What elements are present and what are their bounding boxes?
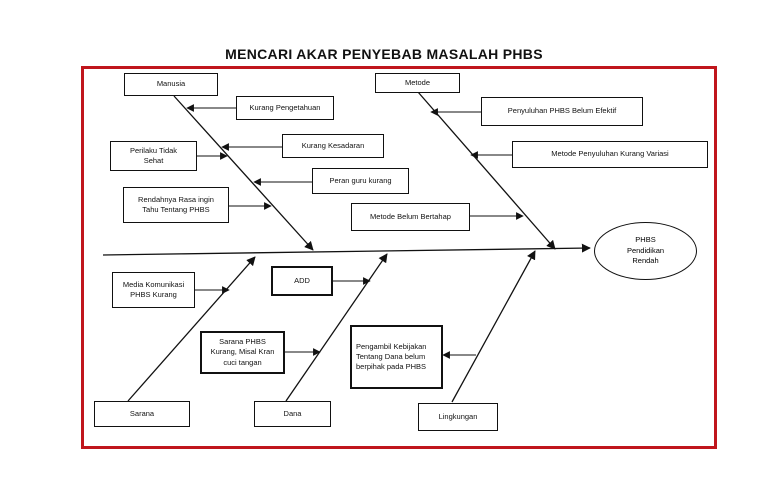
diagram-title: MENCARI AKAR PENYEBAB MASALAH PHBS [225,46,543,62]
cause-pengambil-line-3: berpihak pada PHBS [356,362,427,372]
bone-sarana [127,256,256,402]
cause-pengambil-line-2: Tentang Dana belum [356,351,426,361]
cause-kurang-pengetahuan-label: Kurang Pengetahuan [249,102,321,112]
cause-sarana-line-3: cuci tangan [223,357,262,367]
cause-perilaku-line-1: Perilaku Tidak [129,145,178,155]
bone-manusia [173,95,314,251]
category-dana-label: Dana [283,408,302,418]
spine-line [102,243,591,256]
cause-metode-belum-label: Metode Belum Bertahap [370,211,451,221]
category-dana: Dana [254,401,331,427]
category-lingkungan: Lingkungan [418,403,498,431]
cause-metode-variasi-label: Metode Penyuluhan Kurang Variasi [551,149,669,159]
cause-rendahnya-line-1: Rendahnya Rasa ingin [138,194,214,204]
cause-media-komunikasi: Media Komunikasi PHBS Kurang [112,272,195,308]
cause-add-label: ADD [294,275,310,285]
cause-pengambil-kebijakan: Pengambil Kebijakan Tentang Dana belum b… [350,325,443,389]
bone-lingkungan [451,250,536,403]
category-sarana-label: Sarana [129,408,155,418]
diagram-frame [81,66,717,449]
head-line-1: PHBS [635,235,656,245]
cause-media-line-2: PHBS Kurang [130,290,177,299]
category-manusia-label: Manusia [156,79,186,89]
cause-peran-guru-label: Peran guru kurang [329,175,392,185]
cause-penyuluhan-belum-efektif: Penyuluhan PHBS Belum Efektif [481,97,643,126]
category-lingkungan-label: Lingkungan [438,411,478,421]
cause-metode-kurang-variasi: Metode Penyuluhan Kurang Variasi [512,141,708,168]
cause-rendahnya-line-2: Tahu Tentang PHBS [142,205,210,214]
problem-head: PHBS Pendidikan Rendah [594,222,697,280]
cause-add: ADD [271,266,333,296]
cause-perilaku-tidak-sehat: Perilaku Tidak Sehat [110,141,197,171]
category-manusia: Manusia [124,73,218,96]
bone-metode [417,91,556,250]
cause-peran-guru: Peran guru kurang [312,168,409,194]
head-line-2: Pendidikan [626,245,665,255]
cause-kurang-kesadaran-label: Kurang Kesadaran [301,140,365,150]
cause-kurang-pengetahuan: Kurang Pengetahuan [236,96,334,120]
category-metode-label: Metode [404,77,431,87]
cause-penyuluhan-belum-label: Penyuluhan PHBS Belum Efektif [507,106,617,116]
cause-perilaku-line-2: Sehat [143,156,164,165]
cause-sarana-line-1: Sarana PHBS [219,337,266,347]
cause-rendahnya-rasa-ingin-tahu: Rendahnya Rasa ingin Tahu Tentang PHBS [123,187,229,223]
category-sarana: Sarana [94,401,190,427]
category-metode: Metode [375,73,460,93]
head-line-3: Rendah [632,256,659,266]
cause-media-line-1: Media Komunikasi [122,279,185,289]
cause-pengambil-line-1: Pengambil Kebijakan [356,341,427,351]
cause-kurang-kesadaran: Kurang Kesadaran [282,134,384,158]
cause-sarana-line-2: Kurang, Misal Kran [210,347,275,357]
cause-metode-belum-bertahap: Metode Belum Bertahap [351,203,470,231]
cause-sarana-phbs-kurang: Sarana PHBS Kurang, Misal Kran cuci tang… [200,331,285,374]
